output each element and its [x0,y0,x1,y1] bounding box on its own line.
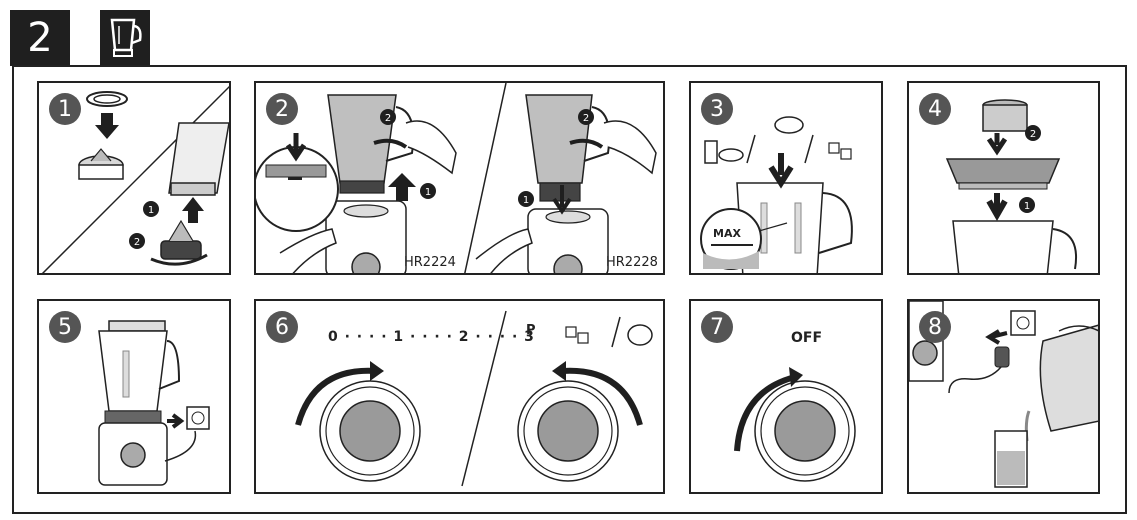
svg-text:2: 2 [1030,129,1036,140]
step-5-panel: 5 [37,299,231,494]
step-badge: 5 [58,315,72,340]
step-badge: 1 [58,97,72,122]
svg-text:1: 1 [425,187,431,198]
step-badge: 6 [275,315,289,340]
step-badge: 4 [928,97,942,122]
svg-text:1: 1 [523,195,529,206]
step-1-panel: 1 2 1 [37,81,231,275]
step-badge: 2 [275,97,289,122]
step-badge: 3 [710,97,724,122]
svg-text:2: 2 [583,113,589,124]
off-label: OFF [791,330,823,346]
step-badge: 7 [710,315,724,340]
section-number: 2 [10,10,70,66]
step-4-panel: 2 1 4 [907,81,1100,275]
max-label: MAX [713,227,741,240]
step-7-panel: 7 OFF [689,299,883,494]
svg-text:2: 2 [385,113,391,124]
svg-text:1: 1 [148,205,154,216]
speed-sequence: 0 · · · · 1 · · · · 2 · · · · 3 [328,329,535,345]
model-label-hr2228: HR2228 [606,255,658,270]
model-label-hr2224: HR2224 [404,255,456,270]
step-6-panel: 6 0 · · · · 1 · · · · 2 · · · · 3 P [254,299,665,494]
svg-text:1: 1 [1024,201,1030,212]
step-3-panel: 3 MAX [689,81,883,275]
instruction-frame [12,65,1127,514]
step-badge: 8 [928,315,942,340]
pulse-label: P [526,323,536,338]
step-2-panel: 1 2 1 2 2 HR2224 HR2228 [254,81,665,275]
blender-jar-icon [100,10,150,66]
step-8-panel: 8 [907,299,1100,494]
svg-text:2: 2 [134,237,140,248]
